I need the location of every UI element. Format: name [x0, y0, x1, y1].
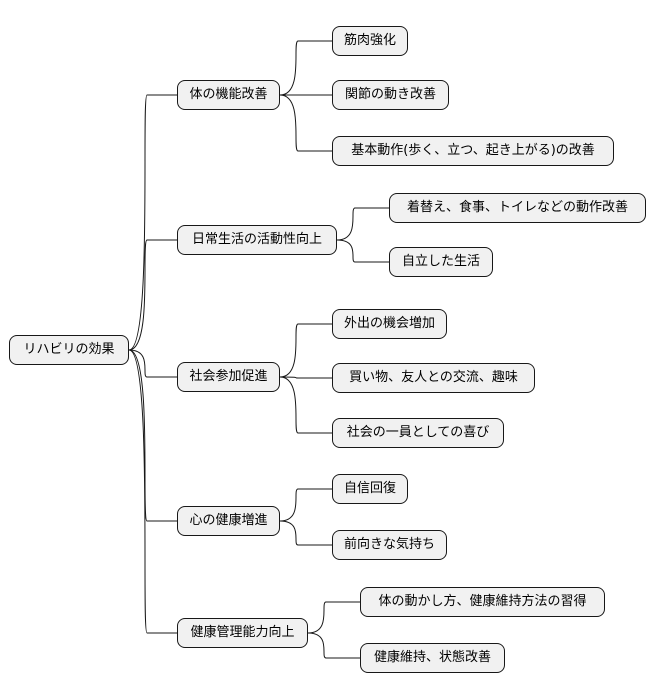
leaf-node: 体の動かし方、健康維持方法の習得 [360, 587, 605, 617]
branch-node: 体の機能改善 [177, 80, 280, 110]
branch-leaf-edge [336, 207, 389, 241]
branch-leaf-edge [279, 376, 332, 379]
root-branch-edge [128, 349, 177, 378]
branch-leaf-edge [279, 488, 332, 522]
leaf-node: 自信回復 [332, 474, 408, 504]
leaf-node: 自立した生活 [389, 247, 493, 277]
branch-node: 心の健康増進 [177, 506, 280, 536]
leaf-node: 買い物、友人との交流、趣味 [332, 363, 535, 393]
leaf-node: 基本動作(歩く、立つ、起き上がる)の改善 [332, 136, 614, 166]
branch-node: 健康管理能力向上 [177, 618, 308, 648]
branch-leaf-edge [279, 323, 332, 378]
leaf-node: 外出の機会増加 [332, 309, 447, 339]
branch-leaf-edge [307, 632, 360, 659]
root-node: リハビリの効果 [9, 335, 129, 365]
branch-leaf-edge [279, 520, 332, 546]
root-branch-edge [128, 349, 177, 634]
leaf-node: 前向きな気持ち [332, 530, 447, 560]
branch-node: 日常生活の活動性向上 [177, 225, 337, 255]
branch-leaf-edge [336, 239, 389, 263]
branch-leaf-edge [279, 40, 332, 96]
root-branch-edge [128, 239, 177, 351]
branch-leaf-edge [279, 376, 332, 434]
leaf-node: 着替え、食事、トイレなどの動作改善 [389, 193, 646, 223]
leaf-node: 健康維持、状態改善 [360, 643, 505, 673]
root-branch-edge [128, 94, 177, 351]
branch-node: 社会参加促進 [177, 362, 280, 392]
leaf-node: 関節の動き改善 [332, 80, 449, 110]
branch-leaf-edge [279, 94, 332, 152]
branch-leaf-edge [307, 601, 360, 634]
leaf-node: 社会の一員としての喜び [332, 418, 504, 448]
root-branch-edge [128, 349, 177, 522]
leaf-node: 筋肉強化 [332, 26, 408, 56]
